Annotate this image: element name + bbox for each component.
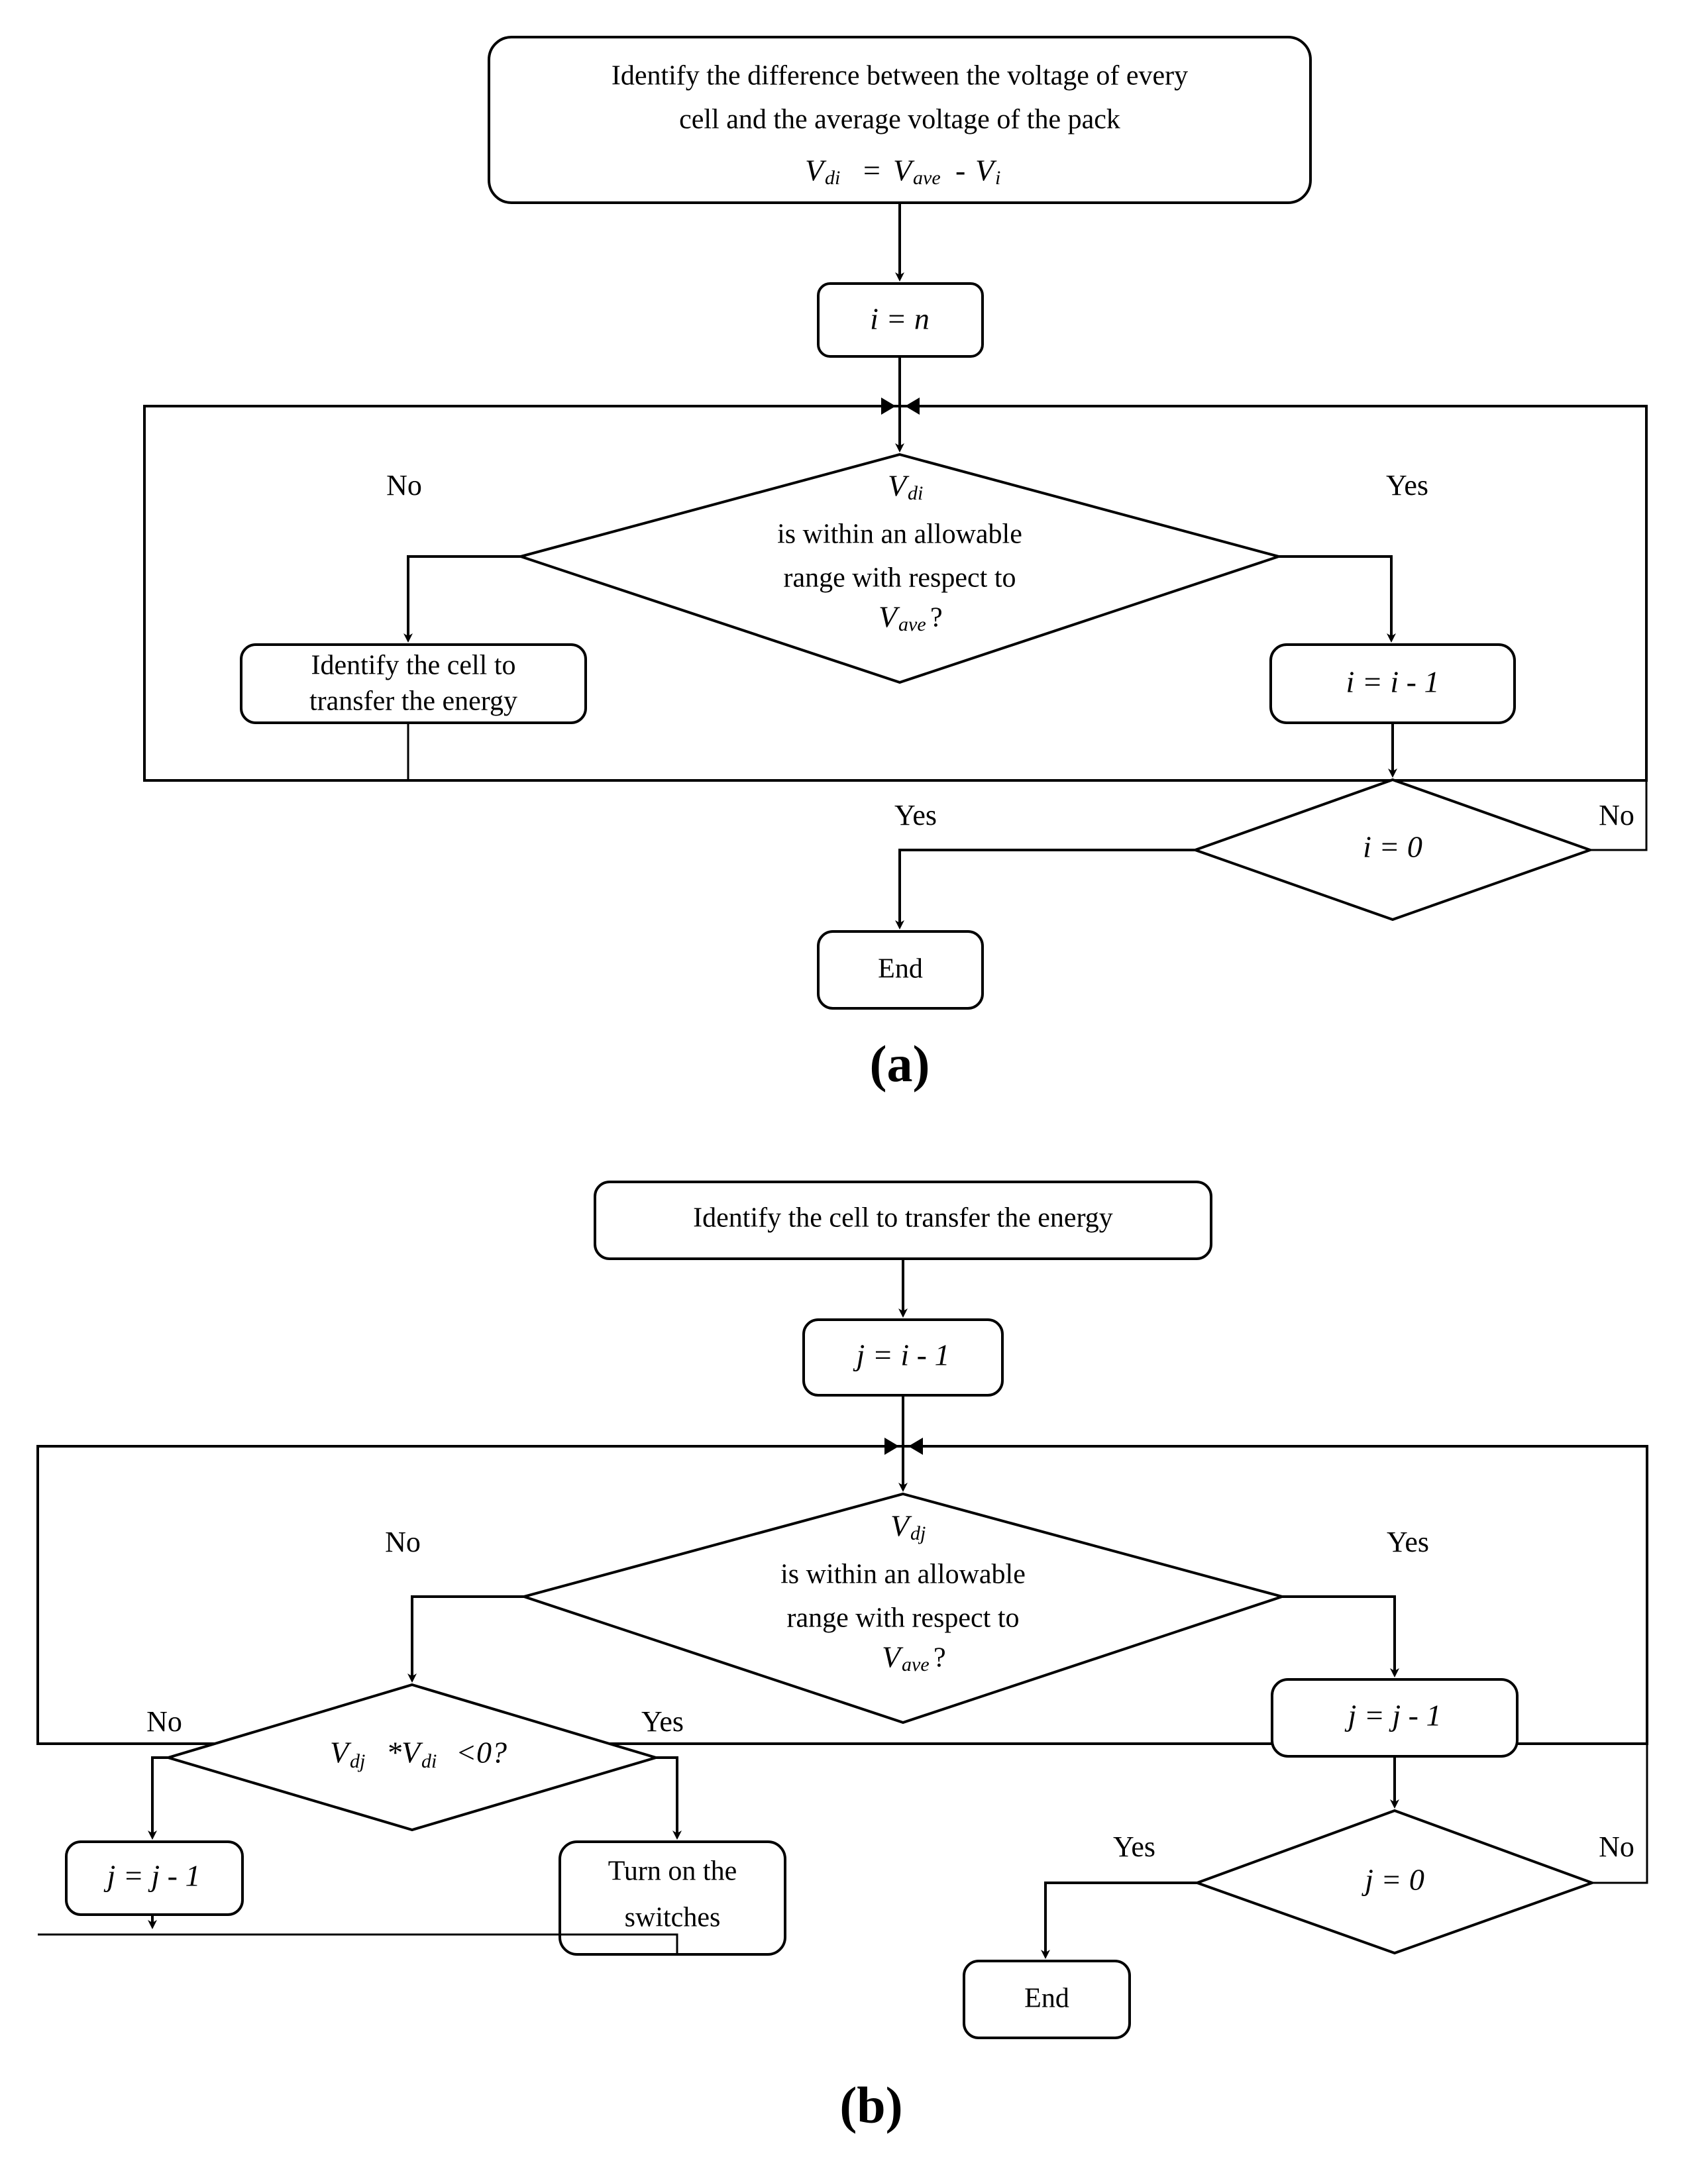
panel-a-label-zero-no: No xyxy=(1599,799,1634,831)
sign-v2-sub: di xyxy=(421,1750,437,1772)
panel-a-label-main-yes: Yes xyxy=(1386,469,1428,502)
panel-b-decision-sign-text: V dj * V di <0? xyxy=(330,1736,507,1772)
panel-a: Identify the difference between the volt… xyxy=(143,36,1648,1092)
formula-lhs-sub: di xyxy=(825,167,840,189)
panel-b-dec-right-label: j = j - 1 xyxy=(1345,1699,1442,1732)
panel-a-decision-zero xyxy=(1191,778,1594,922)
panel-b-loop-join-left-arrow xyxy=(884,1438,899,1455)
panel-b-turnon-box xyxy=(559,1840,786,1956)
formula-rhs1: V xyxy=(893,154,915,187)
panel-a-end-label: End xyxy=(878,954,923,984)
panel-b-edge-sign-no-to-dec-left xyxy=(148,1756,168,1840)
panel-a-label-main-no: No xyxy=(386,469,422,502)
panel-a-decision-zero-label: i = 0 xyxy=(1363,830,1422,864)
panel-a-edge-zero-yes-to-end xyxy=(895,849,1195,929)
panel-a-init-label: i = n xyxy=(870,302,930,336)
panel-b-caption: (b) xyxy=(839,2076,902,2134)
panel-b-label-main-yes: Yes xyxy=(1387,1526,1429,1558)
formula-rhs1-sub: ave xyxy=(913,167,941,189)
panel-a-start-line1: Identify the difference between the volt… xyxy=(612,61,1188,91)
dec-b-v2-sub: ave xyxy=(902,1654,930,1675)
panel-a-edge-no-to-identify xyxy=(403,555,521,643)
dec-a-line2: is within an allowable xyxy=(777,519,1022,550)
formula-lhs: V xyxy=(805,154,827,187)
panel-b-start-label: Identify the cell to transfer the energy xyxy=(693,1203,1113,1234)
panel-b-end-box xyxy=(963,1960,1131,2039)
panel-a-decision-main xyxy=(516,452,1283,684)
panel-b-label-zero-no: No xyxy=(1599,1830,1634,1863)
panel-a-caption: (a) xyxy=(870,1035,930,1092)
panel-a-label-zero-yes: Yes xyxy=(894,799,937,831)
panel-b-decision-zero-label: j = 0 xyxy=(1361,1863,1424,1897)
panel-b-label-main-no: No xyxy=(385,1526,421,1558)
panel-a-edge-zero-no-loopback xyxy=(1590,780,1648,851)
dec-b-v1: V xyxy=(890,1509,912,1543)
panel-b-end-label: End xyxy=(1024,1984,1069,2014)
dec-b-v2-tail: ? xyxy=(934,1643,946,1673)
sign-v1: V xyxy=(330,1736,352,1770)
panel-a-start-formula: V di = V ave - V i xyxy=(805,154,1000,189)
panel-b-edge-no-to-signcheck xyxy=(407,1595,524,1683)
panel-a-loop-join-left-arrow xyxy=(881,398,896,415)
sign-v2: V xyxy=(401,1736,423,1770)
sign-mid: * xyxy=(386,1736,401,1770)
panel-b-decision-main-text: V dj is within an allowable range with r… xyxy=(780,1509,1026,1675)
panel-a-identify-box xyxy=(240,643,587,724)
panel-a-decision-main-text: V di is within an allowable range with r… xyxy=(777,469,1022,635)
panel-b-decision-sign xyxy=(163,1683,661,1832)
formula-rhs2: V xyxy=(975,154,997,187)
formula-eq: = xyxy=(861,154,882,187)
panel-a-decrement-label: i = i - 1 xyxy=(1346,665,1440,699)
panel-a-identify-line2: transfer the energy xyxy=(309,686,517,717)
dec-a-v2-sub: ave xyxy=(898,613,926,635)
panel-b-edge-yes-to-dec-right xyxy=(1282,1595,1399,1677)
sign-tail: <0? xyxy=(456,1736,507,1770)
panel-b-edge-turnon-loopback xyxy=(38,1933,678,1954)
panel-b-decision-main xyxy=(519,1492,1287,1724)
panel-b-label-sign-yes: Yes xyxy=(641,1705,684,1738)
panel-b-dec-left-label: j = j - 1 xyxy=(104,1859,201,1893)
panel-b-edge-zero-no-loopback xyxy=(1592,1744,1648,1884)
panel-a-end-box xyxy=(817,930,984,1010)
panel-b-loop-join-right-arrow xyxy=(908,1438,923,1455)
panel-b: Identify the cell to transfer the energy… xyxy=(36,1181,1648,2134)
formula-rhs2-sub: i xyxy=(995,167,1000,189)
sign-v1-sub: dj xyxy=(350,1750,365,1772)
panel-b-dec-left-box xyxy=(65,1840,244,1916)
panel-b-init-label: j = i - 1 xyxy=(853,1338,950,1372)
dec-a-v2-tail: ? xyxy=(930,603,943,633)
panel-a-loop-join-right-arrow xyxy=(905,398,920,415)
dec-b-v1-sub: dj xyxy=(910,1522,926,1544)
formula-op: - xyxy=(955,154,965,187)
dec-b-v2: V xyxy=(882,1640,904,1674)
panel-b-edge-sign-yes-to-turnon xyxy=(656,1756,682,1840)
dec-b-line3: range with respect to xyxy=(786,1603,1019,1634)
panel-b-turnon-line2: switches xyxy=(625,1903,721,1933)
panel-b-edge-zero-yes-to-end xyxy=(1041,1882,1197,1959)
panel-b-label-zero-yes: Yes xyxy=(1113,1830,1155,1863)
panel-a-edge-yes-to-decrement xyxy=(1279,555,1396,643)
panel-b-decision-zero xyxy=(1193,1809,1596,1955)
dec-a-v1-sub: di xyxy=(908,482,923,504)
panel-a-start-line2: cell and the average voltage of the pack xyxy=(679,105,1120,135)
panel-b-label-sign-no: No xyxy=(146,1705,182,1738)
dec-a-v1: V xyxy=(888,469,910,503)
panel-a-identify-line1: Identify the cell to xyxy=(311,651,515,681)
panel-b-turnon-line1: Turn on the xyxy=(608,1856,737,1887)
dec-a-line3: range with respect to xyxy=(783,563,1016,594)
dec-b-line2: is within an allowable xyxy=(780,1560,1026,1590)
dec-a-v2: V xyxy=(879,600,900,634)
